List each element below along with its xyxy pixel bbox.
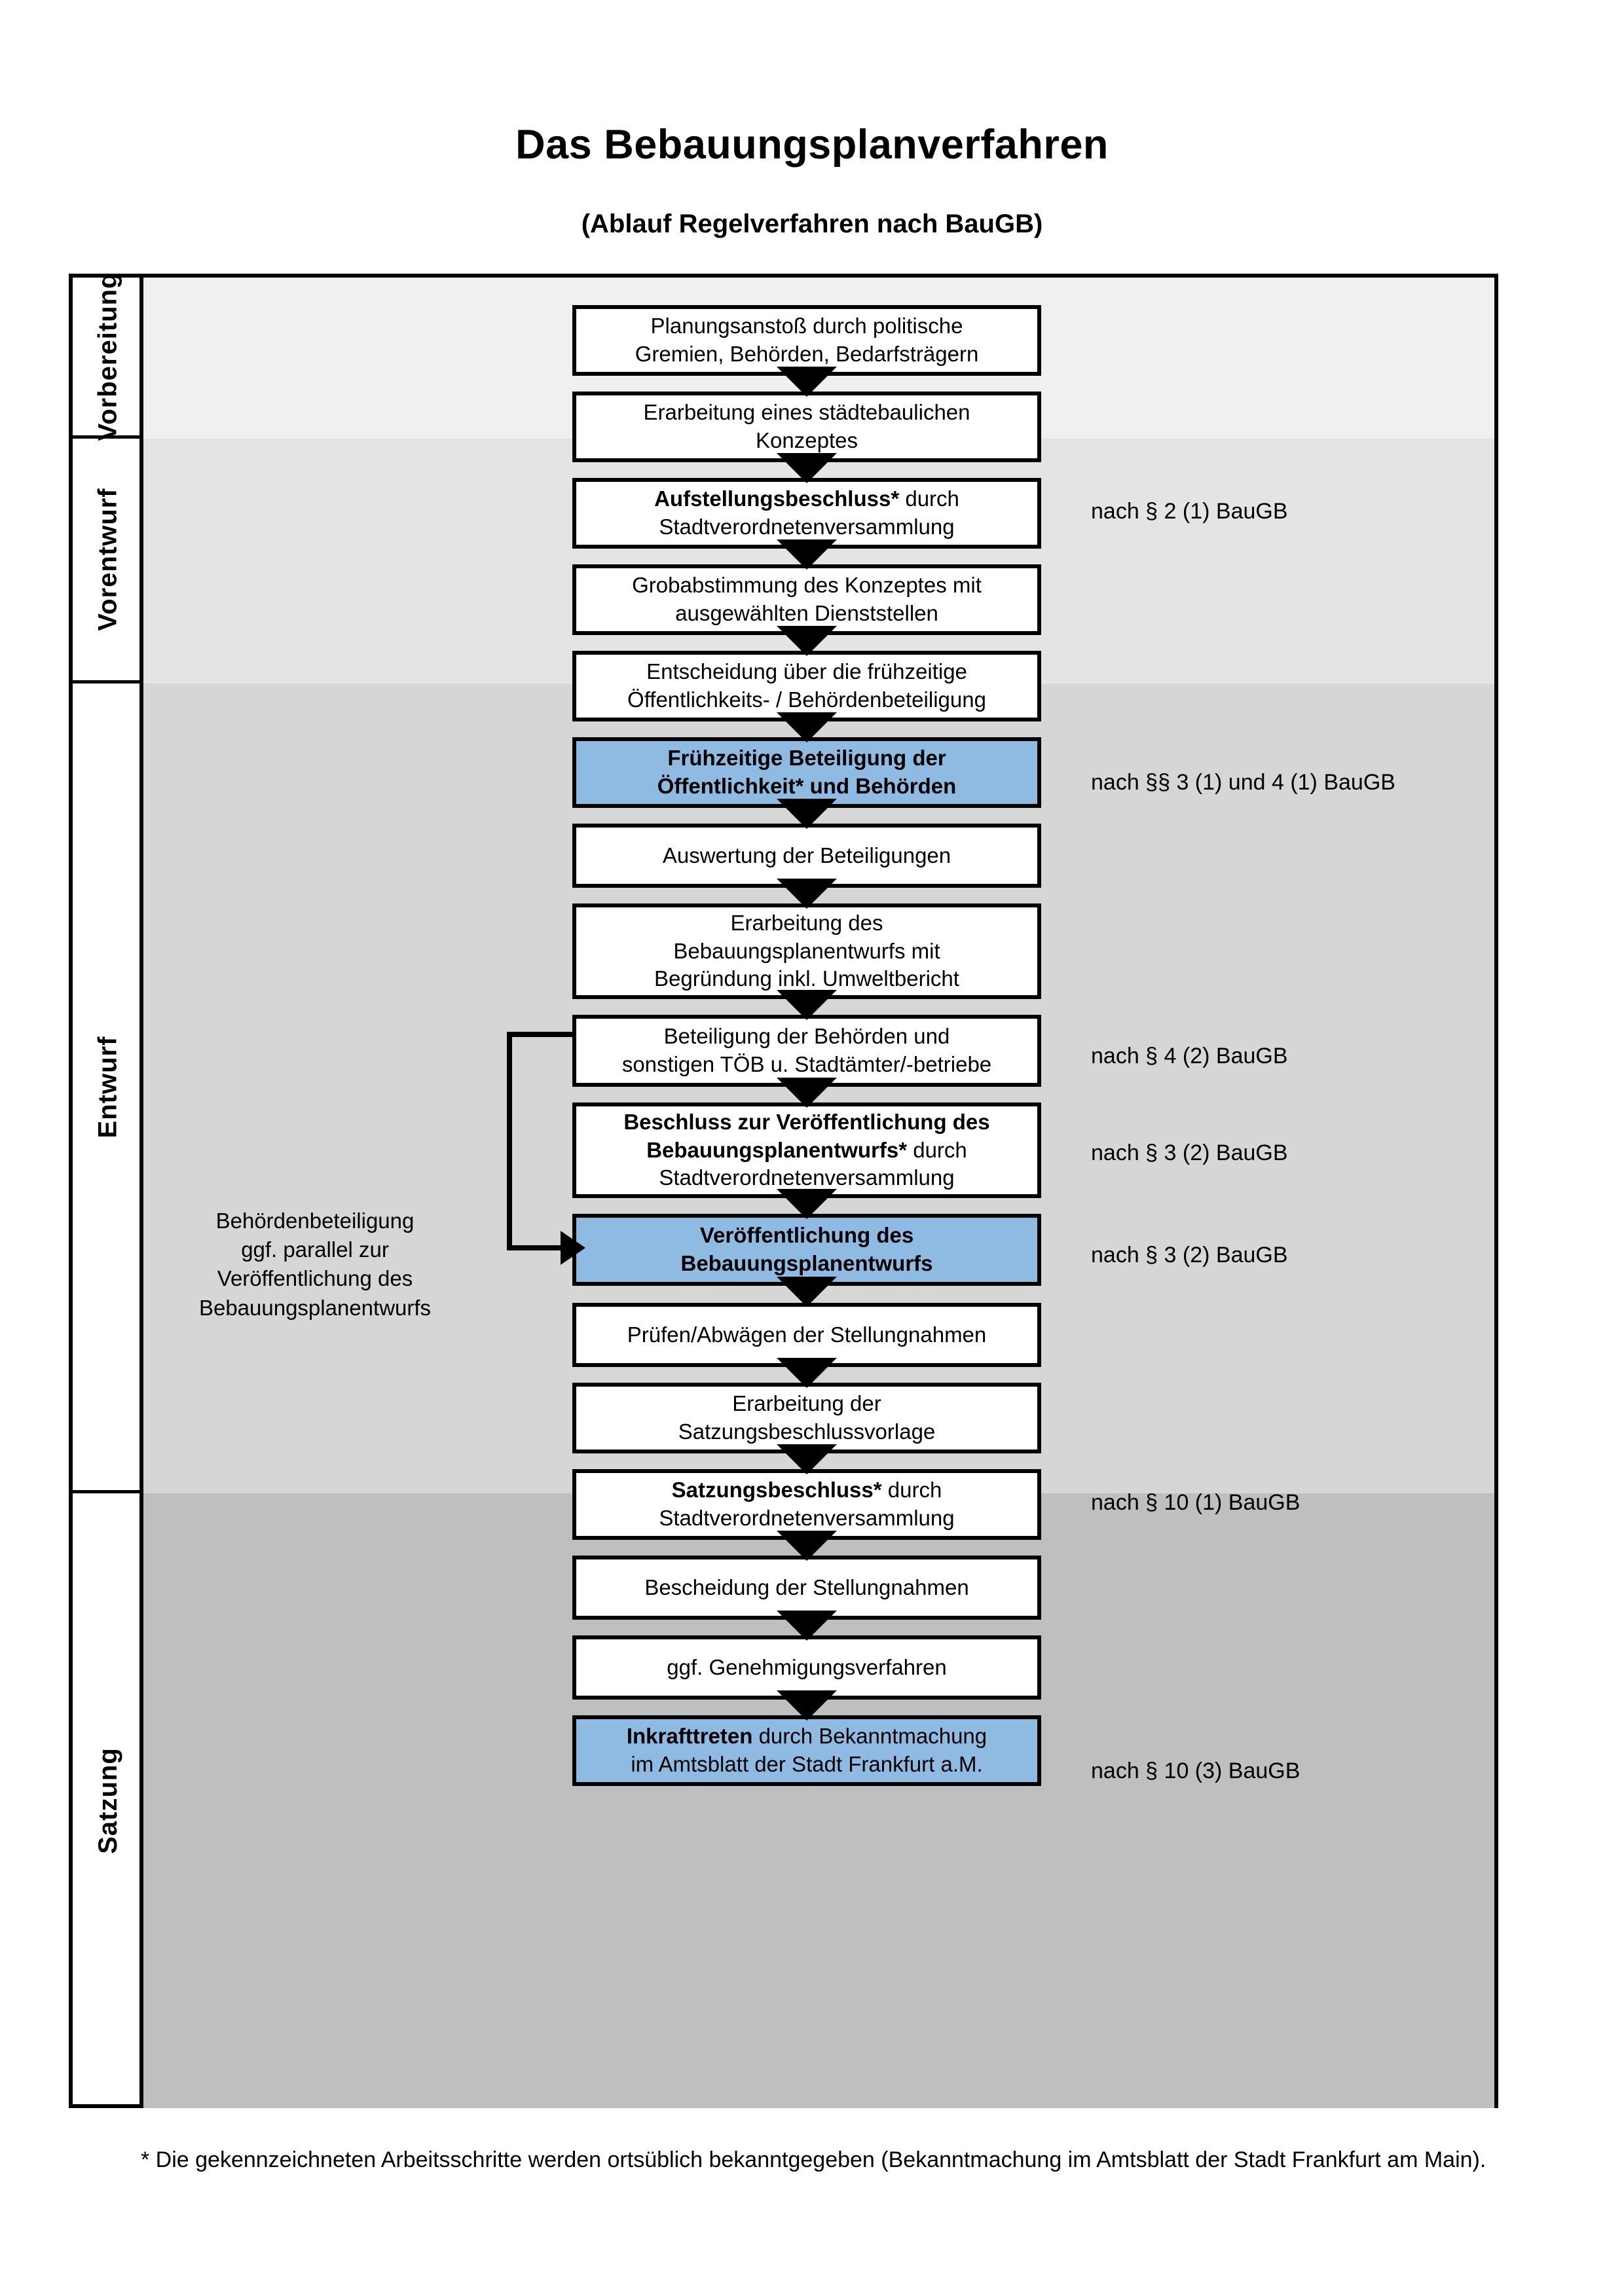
flow-arrow-7 bbox=[777, 879, 837, 909]
connector-vertical-segment bbox=[507, 1032, 512, 1250]
flow-arrow-15 bbox=[777, 1611, 837, 1641]
flow-arrow-13 bbox=[777, 1444, 837, 1474]
connector-arrowhead-icon bbox=[561, 1231, 585, 1265]
phase-label-text: Entwurf bbox=[93, 1036, 122, 1138]
legal-ref-5: nach § 3 (2) BauGB bbox=[1091, 1243, 1288, 1267]
flow-node-auswertung-beteiligungen[interactable]: Auswertung der Beteiligungen bbox=[572, 824, 1041, 888]
flow-arrow-1 bbox=[777, 367, 837, 397]
phase-label-column: Vorbereitung Vorentwurf Entwurf Satzung bbox=[73, 272, 143, 2104]
flow-arrow-11 bbox=[777, 1277, 837, 1307]
connector-bottom-segment bbox=[507, 1245, 566, 1250]
legal-ref-2: nach §§ 3 (1) und 4 (1) BauGB bbox=[1091, 770, 1395, 795]
legal-ref-6: nach § 10 (1) BauGB bbox=[1091, 1490, 1301, 1515]
flow-arrow-5 bbox=[777, 712, 837, 742]
phase-label-entwurf: Entwurf bbox=[73, 683, 143, 1493]
flow-arrow-4 bbox=[777, 626, 837, 656]
legal-ref-7: nach § 10 (3) BauGB bbox=[1091, 1758, 1301, 1783]
flow-arrow-8 bbox=[777, 990, 837, 1020]
flow-arrow-16 bbox=[777, 1690, 837, 1721]
legal-ref-3: nach § 4 (2) BauGB bbox=[1091, 1044, 1288, 1068]
phase-label-text: Vorbereitung bbox=[93, 272, 122, 441]
page-subtitle: (Ablauf Regelverfahren nach BauGB) bbox=[581, 210, 1043, 238]
flow-arrow-2 bbox=[777, 453, 837, 483]
flow-arrow-3 bbox=[777, 539, 837, 570]
footnote-text: * Die gekennzeichneten Arbeitsschritte w… bbox=[141, 2147, 1486, 2172]
legal-ref-4: nach § 3 (2) BauGB bbox=[1091, 1140, 1288, 1165]
phase-label-text: Vorentwurf bbox=[93, 488, 122, 631]
legal-ref-1: nach § 2 (1) BauGB bbox=[1091, 499, 1288, 524]
flow-arrow-6 bbox=[777, 799, 837, 829]
flow-arrow-14 bbox=[777, 1531, 837, 1561]
page-title: Das Bebauungsplanverfahren bbox=[515, 122, 1109, 168]
flow-arrow-10 bbox=[777, 1189, 837, 1219]
phase-label-text: Satzung bbox=[93, 1747, 122, 1854]
phase-label-satzung: Satzung bbox=[73, 1493, 143, 2108]
flowchart-frame: Vorbereitung Vorentwurf Entwurf Satzung … bbox=[69, 272, 1498, 2108]
phase-label-vorbereitung: Vorbereitung bbox=[73, 272, 143, 441]
phase-label-vorentwurf: Vorentwurf bbox=[73, 439, 143, 683]
flow-arrow-12 bbox=[777, 1358, 837, 1388]
flow-arrow-9 bbox=[777, 1078, 837, 1108]
connector-top-segment bbox=[507, 1032, 575, 1037]
